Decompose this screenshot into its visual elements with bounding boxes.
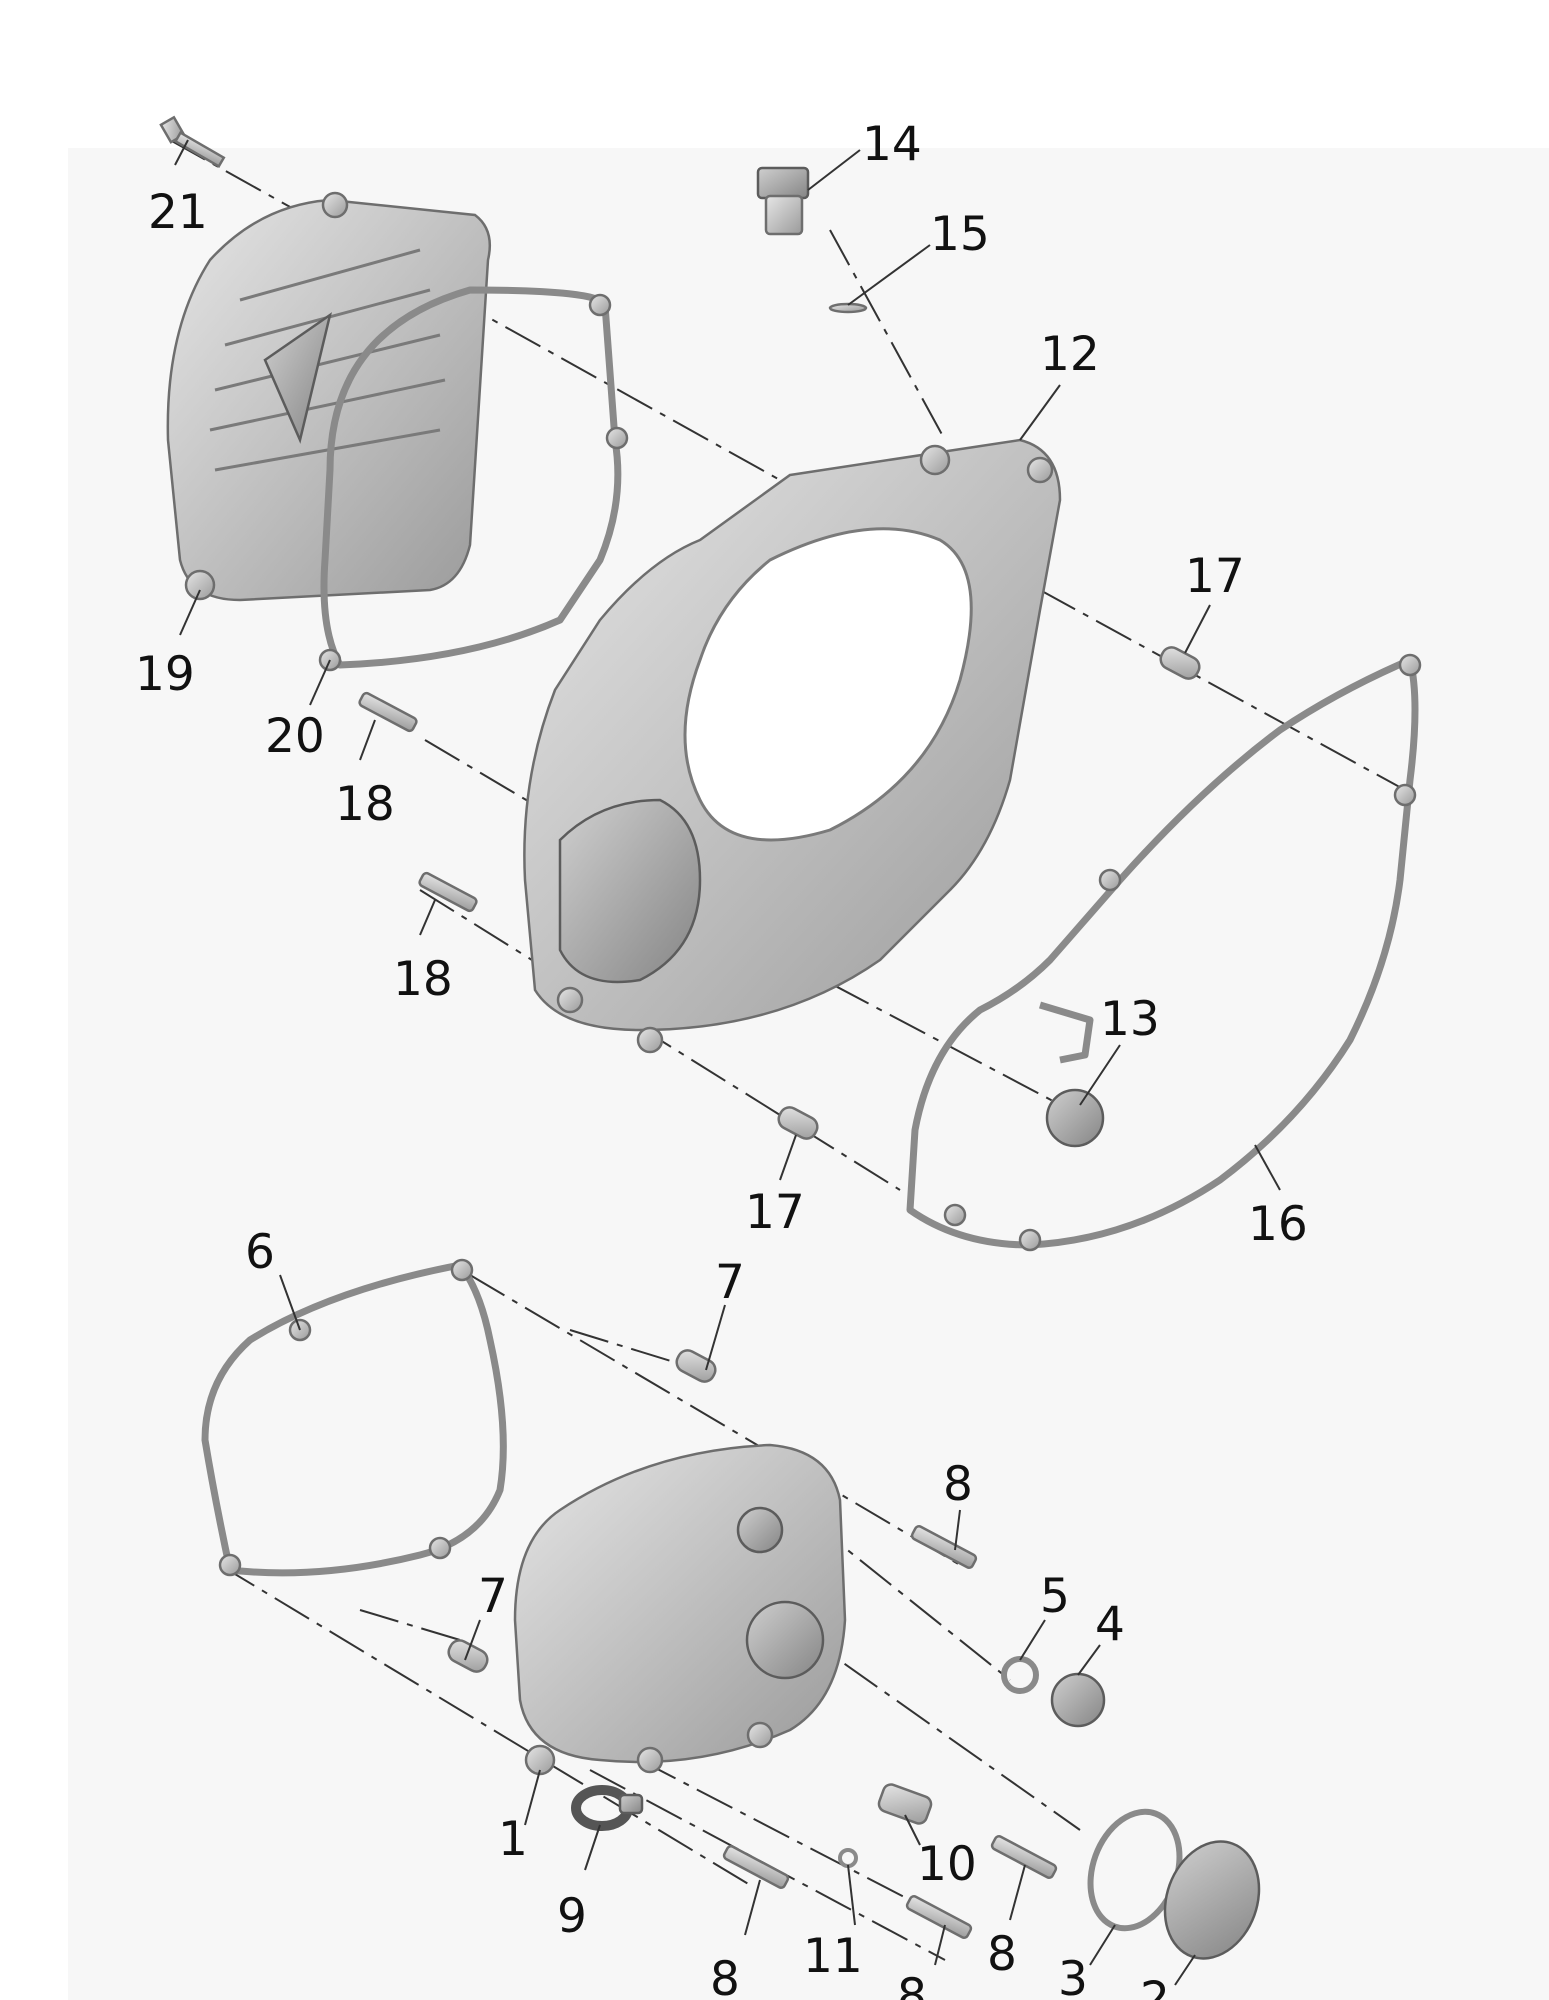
part-18-bolt-lower [418,871,478,913]
label-18-upper: 18 [335,777,395,832]
part-8-bolt-right [990,1835,1058,1879]
part-7-dowel-lower [447,1639,489,1673]
label-3: 3 [1058,1952,1088,2000]
label-9: 9 [557,1889,587,1944]
part-11-washer [838,1848,858,1868]
label-2: 2 [1140,1972,1170,2000]
assembly-axes [169,139,1406,1961]
part-10-fitting [877,1783,933,1825]
label-12: 12 [1040,327,1100,382]
part-21-bolt [159,115,226,169]
label-14: 14 [862,117,922,172]
part-15-o-ring [828,302,868,314]
label-5: 5 [1040,1569,1070,1624]
label-15: 15 [930,207,990,262]
part-2-cap [1163,1840,1261,1960]
part-7-dowel-upper [675,1349,717,1383]
label-4: 4 [1095,1597,1125,1652]
part-5-o-ring [1001,1656,1039,1694]
label-21: 21 [148,185,208,240]
label-17-lower: 17 [745,1185,805,1240]
part-4-plug [1050,1672,1106,1728]
label-8-left: 8 [710,1952,740,2000]
part-1-generator-cover [513,1443,847,1776]
part-19-clutch-cover [166,191,492,602]
label-8-bottom: 8 [897,1969,927,2000]
label-8-upper: 8 [943,1457,973,1512]
leader-lines [174,139,1281,1986]
callout-labels: 21 14 15 12 17 19 20 18 18 13 17 16 6 7 … [135,117,1308,2000]
label-7-lower: 7 [478,1569,508,1624]
part-8-bolt-left [722,1845,790,1889]
label-16: 16 [1248,1197,1308,1252]
part-13-plug [1045,1088,1105,1148]
part-9-clamp [571,1785,644,1831]
label-18-lower: 18 [393,952,453,1007]
part-16-large-gasket [906,653,1422,1252]
label-1: 1 [498,1812,528,1867]
label-7-upper: 7 [715,1255,745,1310]
label-13: 13 [1100,992,1160,1047]
part-6-lower-gasket [201,1258,507,1577]
label-6: 6 [245,1225,275,1280]
label-17-upper: 17 [1185,549,1245,604]
part-17-dowel-upper [1159,646,1201,680]
part-8-bolt-middle [905,1895,973,1939]
part-18-bolt-upper [358,691,418,733]
label-11: 11 [803,1929,863,1984]
label-8-middle: 8 [987,1927,1017,1982]
part-17-dowel-lower [777,1106,819,1140]
label-10: 10 [917,1837,977,1892]
part-14-oil-filler-plug [756,166,810,236]
part-8-bolt-upper [910,1525,978,1569]
label-19: 19 [135,647,195,702]
part-20-cover-gasket [318,286,629,672]
part-12-crankcase-cover [523,438,1062,1054]
label-20: 20 [265,709,325,764]
